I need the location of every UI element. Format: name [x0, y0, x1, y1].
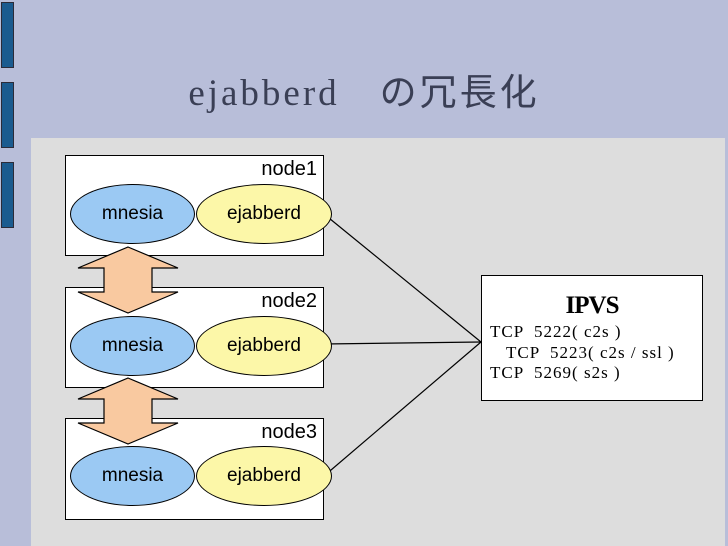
- accent-bar-2: [1, 82, 14, 148]
- ejabberd-ellipse-2: ejabberd: [196, 316, 332, 376]
- ipvs-port-line-2: TCP 5223( c2s / ssl ): [506, 342, 675, 362]
- node-label-1: node1: [261, 158, 317, 180]
- ipvs-port-line-3: TCP 5269( s2s ): [490, 363, 621, 383]
- mnesia-ellipse-1: mnesia: [70, 184, 195, 244]
- ipvs-title: IPVS: [565, 292, 620, 319]
- mnesia-ellipse-2: mnesia: [70, 316, 195, 376]
- node-label-2: node2: [261, 290, 317, 312]
- mnesia-ellipse-3: mnesia: [70, 446, 195, 506]
- ipvs-port-list: TCP 5222( c2s ) TCP 5223( c2s / ssl ) TC…: [482, 322, 702, 384]
- node-label-3: node3: [261, 421, 317, 443]
- accent-bar-1: [1, 2, 14, 68]
- ejabberd-ellipse-3: ejabberd: [196, 446, 332, 506]
- ipvs-box: IPVS TCP 5222( c2s ) TCP 5223( c2s / ssl…: [481, 275, 703, 401]
- ipvs-port-line-1: TCP 5222( c2s ): [490, 322, 622, 341]
- ejabberd-ellipse-1: ejabberd: [196, 184, 332, 244]
- slide-title: ejabberd の冗長化: [188, 73, 540, 114]
- accent-bar-3: [1, 162, 14, 228]
